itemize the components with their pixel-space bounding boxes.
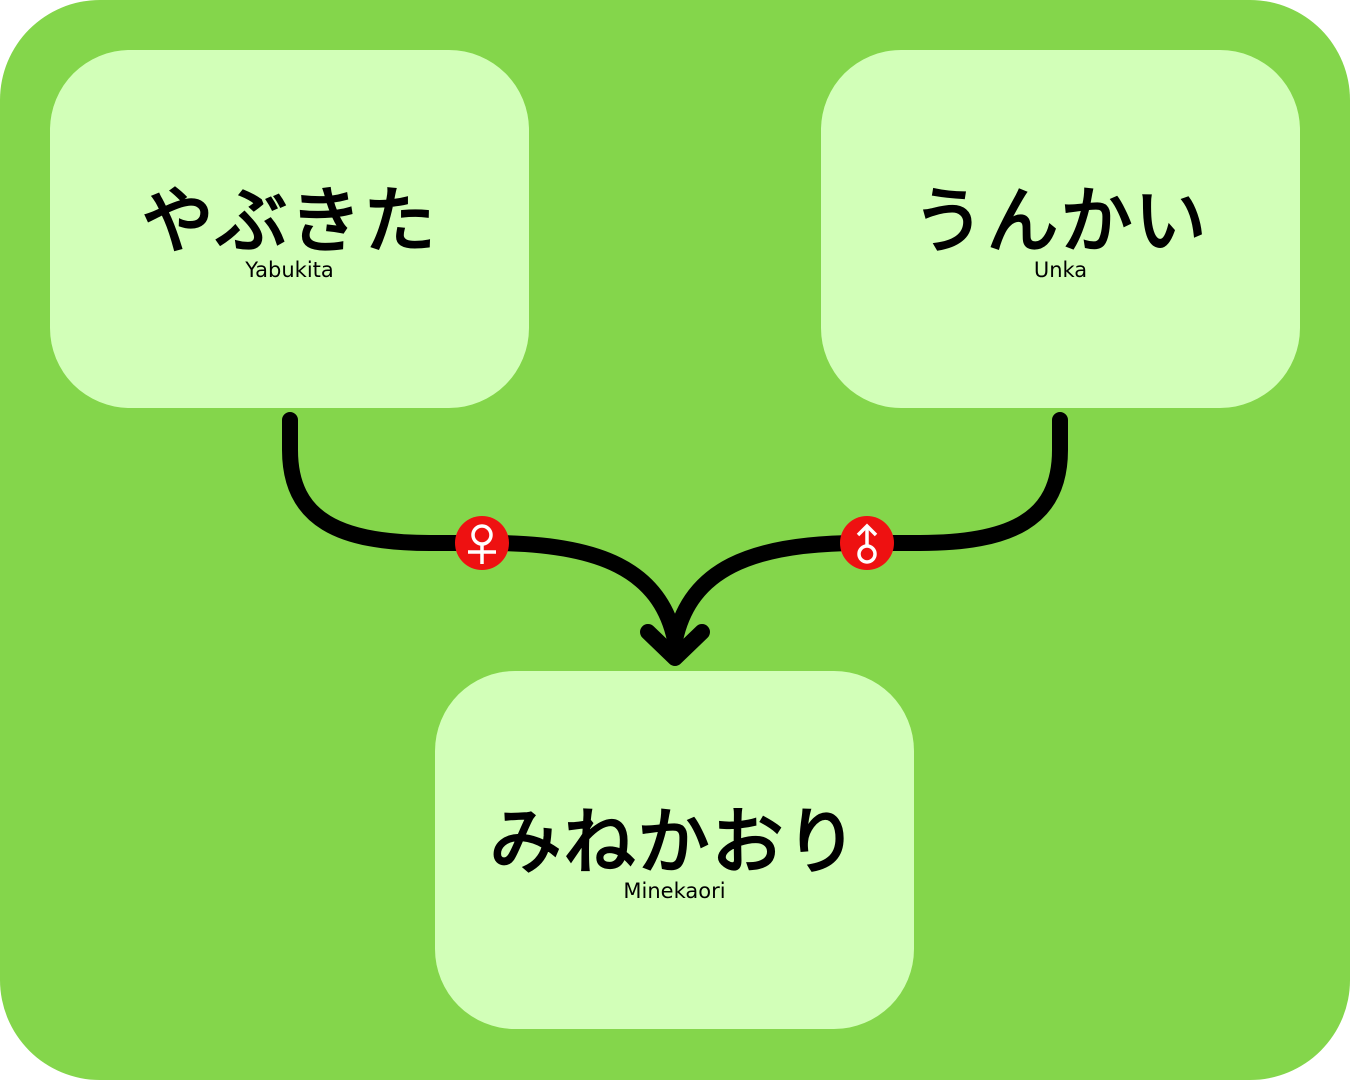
node-child: みねかおり Minekaori [435,671,914,1029]
node-japanese-name: みねかおり [489,800,860,884]
node-father: うんかい Unka [821,50,1300,408]
node-romaji-name: Minekaori [623,879,726,903]
node-romaji-name: Unka [1033,258,1088,282]
male-symbol-icon [840,516,894,570]
arrowhead-icon [640,624,710,666]
node-romaji-name: Yabukita [245,258,334,282]
node-japanese-name: やぶきた [141,179,438,263]
node-japanese-name: うんかい [912,179,1209,263]
female-symbol-icon [455,516,509,570]
node-mother: やぶきた Yabukita [50,50,529,408]
